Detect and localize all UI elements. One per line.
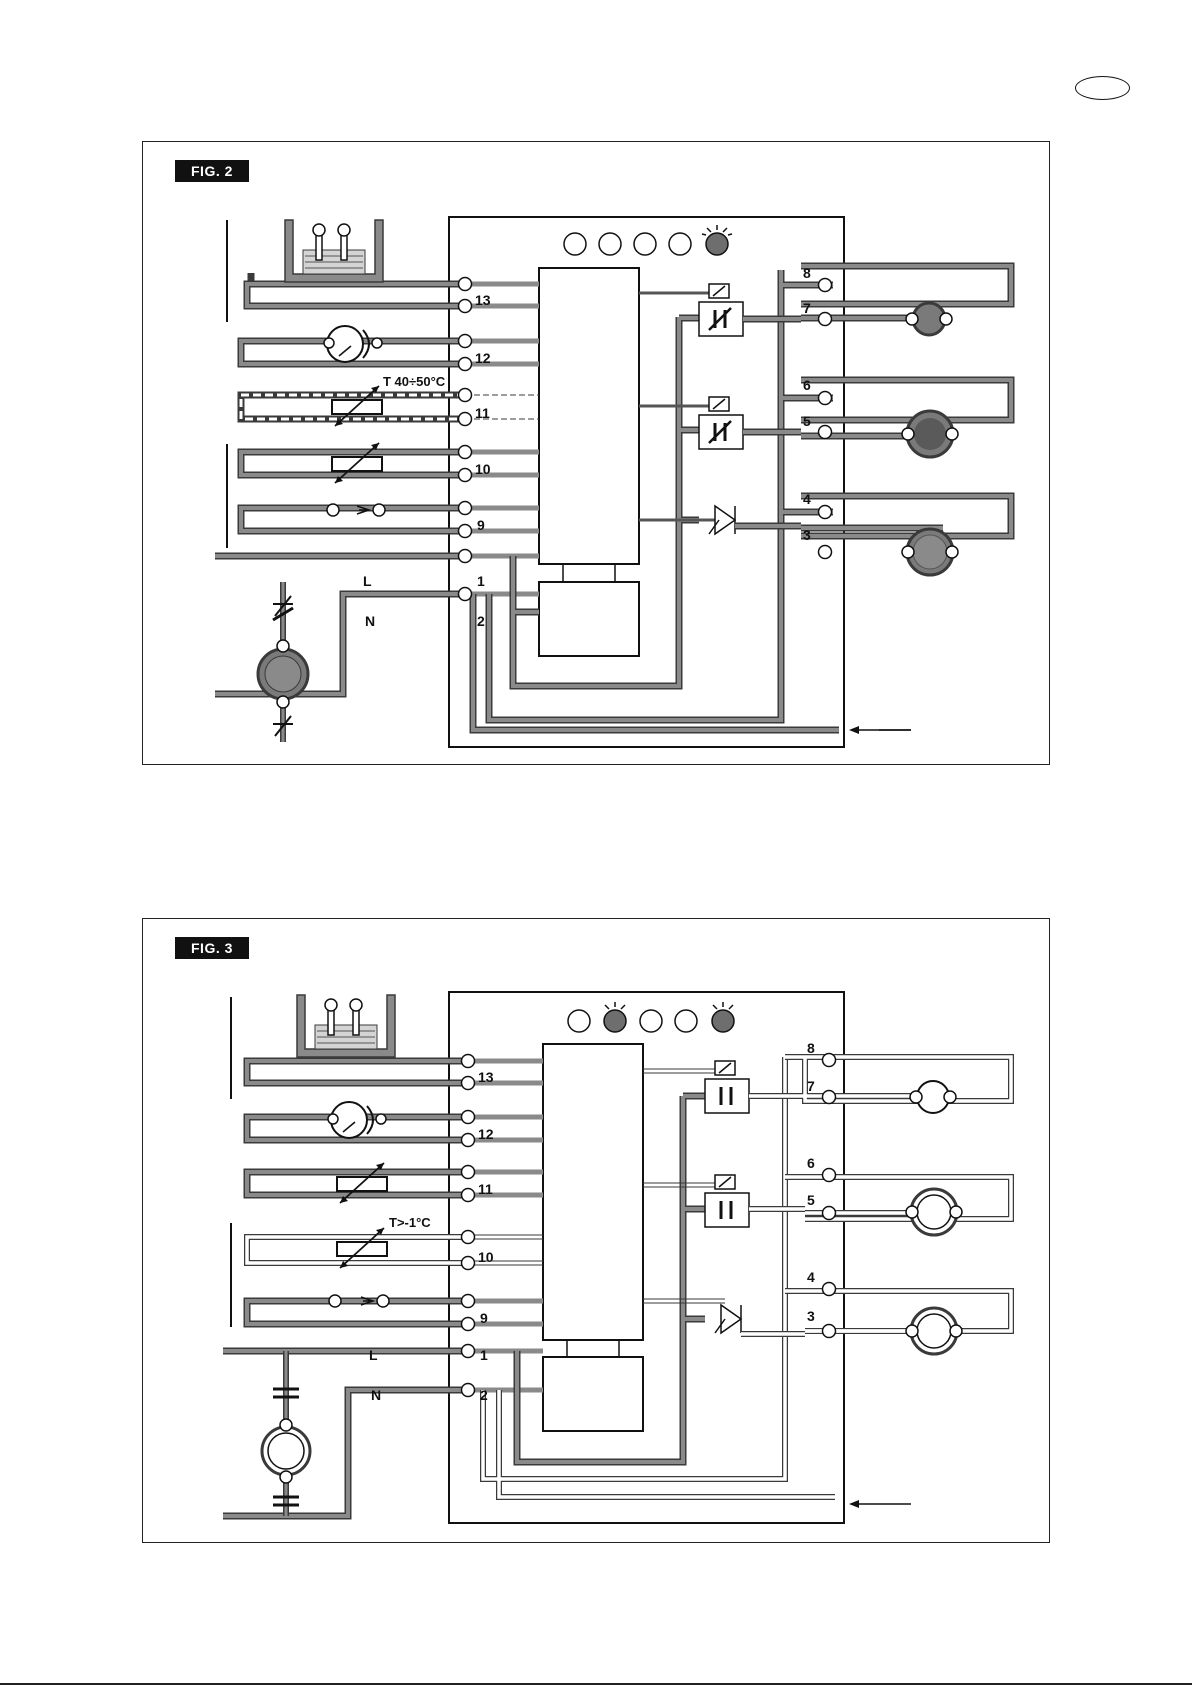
svg-text:7: 7 [803, 300, 811, 316]
wiring-diagram: T 40÷50°C L N [143, 142, 1051, 766]
svg-text:1: 1 [477, 573, 485, 589]
svg-text:2: 2 [480, 1387, 488, 1403]
temperature-label: T>-1°C [389, 1215, 431, 1230]
indicator-lamp-5-lit [712, 1010, 734, 1032]
indicator-lamp-4 [675, 1010, 697, 1032]
indicator-lamps [564, 225, 732, 255]
pointer-arrow [849, 1500, 911, 1508]
wiring-diagram: T>-1°C L N [143, 919, 1051, 1544]
svg-text:13: 13 [478, 1069, 494, 1085]
indicator-lamp-1 [564, 233, 586, 255]
load-3-motor [906, 1308, 962, 1354]
svg-text:5: 5 [803, 413, 811, 429]
level-probe-tank [285, 220, 383, 282]
svg-text:4: 4 [807, 1269, 815, 1285]
svg-text:12: 12 [475, 350, 491, 366]
load-7-drain-pump [910, 1081, 956, 1113]
triac-3 [715, 1305, 741, 1333]
line-label-n: N [365, 613, 375, 629]
internal-left-wires [468, 1061, 543, 1390]
line-label-l: L [369, 1347, 378, 1363]
indicator-lamp-4 [669, 233, 691, 255]
terminals-right [823, 1054, 836, 1338]
svg-text:13: 13 [475, 292, 491, 308]
level-probe-tank [297, 995, 395, 1057]
svg-text:5: 5 [807, 1192, 815, 1208]
svg-text:8: 8 [803, 265, 811, 281]
indicator-lamps [568, 1002, 734, 1032]
svg-text:9: 9 [477, 517, 485, 533]
svg-text:11: 11 [478, 1181, 493, 1197]
svg-text:3: 3 [803, 527, 811, 543]
terminal-labels-right: 8 7 6 5 4 3 [803, 265, 811, 543]
power-supply-board [543, 1357, 643, 1431]
figure-3: FIG. 3 [142, 918, 1050, 1543]
svg-text:6: 6 [807, 1155, 815, 1171]
svg-text:8: 8 [807, 1040, 815, 1056]
indicator-lamp-5-lit [706, 233, 728, 255]
terminals-left [462, 1055, 475, 1397]
indicator-lamp-1 [568, 1010, 590, 1032]
svg-text:3: 3 [807, 1308, 815, 1324]
svg-text:6: 6 [803, 377, 811, 393]
temperature-label: T 40÷50°C [383, 374, 446, 389]
control-board [543, 1044, 643, 1340]
main-motor-symbol [262, 1351, 310, 1516]
svg-text:12: 12 [478, 1126, 494, 1142]
control-box [449, 217, 844, 747]
line-label-l: L [363, 573, 372, 589]
internal-left-wires [465, 284, 539, 594]
indicator-lamp-2-lit [604, 1010, 626, 1032]
pointer-arrow [849, 726, 911, 734]
svg-text:10: 10 [475, 461, 491, 477]
load-5-wash-pump [906, 1189, 962, 1235]
svg-text:7: 7 [807, 1078, 815, 1094]
figure-2: FIG. 2 [142, 141, 1050, 765]
indicator-lamp-3 [640, 1010, 662, 1032]
board-connectors [567, 1340, 619, 1357]
language-tab-oval [1075, 76, 1130, 100]
line-label-n: N [371, 1387, 381, 1403]
power-supply-board [539, 582, 639, 656]
svg-text:1: 1 [480, 1347, 488, 1363]
terminal-labels-right: 8 7 6 5 4 3 [807, 1040, 815, 1324]
svg-text:9: 9 [480, 1310, 488, 1326]
svg-text:2: 2 [477, 613, 485, 629]
pressure-switch-symbol [324, 326, 382, 362]
main-motor-symbol [258, 582, 308, 742]
pressure-switch-symbol [328, 1102, 386, 1138]
indicator-lamp-2 [599, 233, 621, 255]
terminals-left [459, 278, 472, 601]
board-connectors [563, 564, 615, 582]
load-7-drain-pump [906, 303, 952, 335]
indicator-lamp-3 [634, 233, 656, 255]
internal-neutral-outline [483, 1057, 835, 1497]
svg-text:4: 4 [803, 491, 811, 507]
svg-text:10: 10 [478, 1249, 494, 1265]
control-board [539, 268, 639, 564]
svg-text:11: 11 [475, 405, 490, 421]
